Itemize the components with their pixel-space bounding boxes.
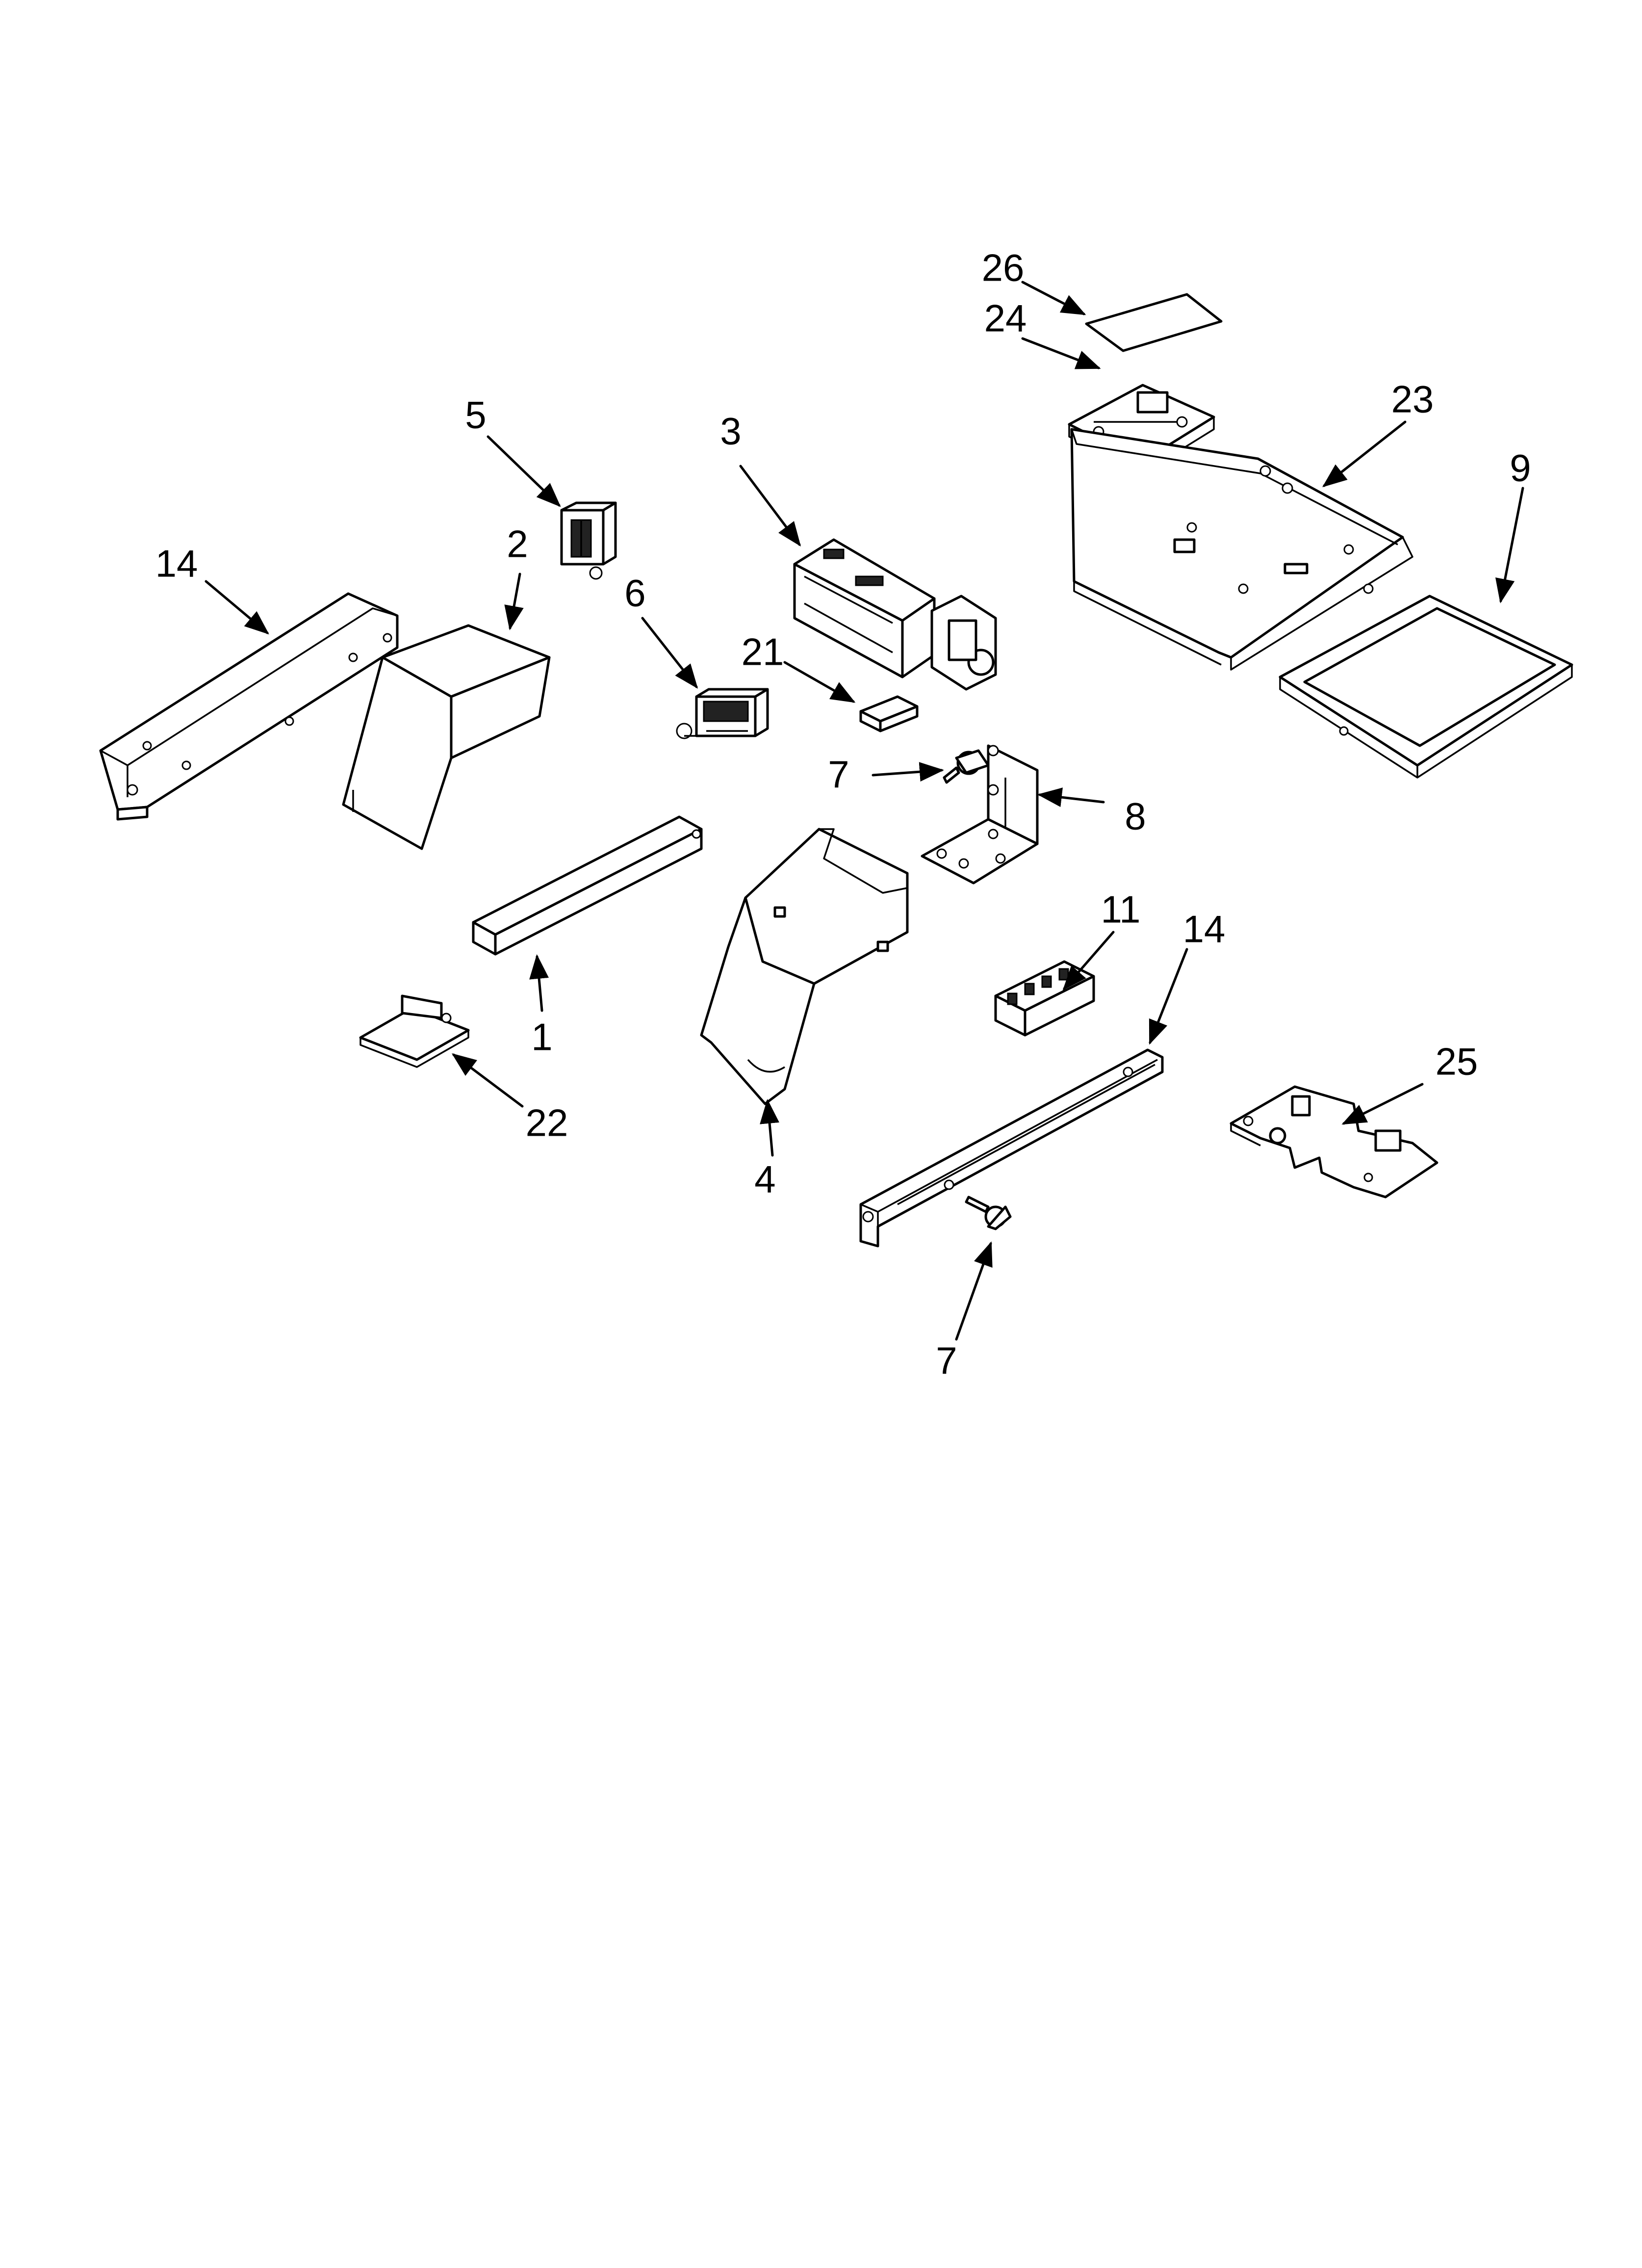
part-8-bracket [921, 744, 1039, 885]
leader-7a [872, 762, 944, 782]
part-25-control-board [1230, 1085, 1438, 1199]
part-5-switch [560, 501, 617, 580]
part-7-screw-lower [965, 1196, 1012, 1230]
leader-3 [739, 465, 801, 547]
part-14-right-rail [859, 1048, 1164, 1248]
callout-24: 24 [984, 297, 1027, 340]
leader-5 [487, 435, 561, 507]
callout-25: 25 [1436, 1040, 1478, 1083]
callout-1: 1 [531, 1016, 552, 1059]
callout-26: 26 [982, 246, 1025, 289]
callout-14-left: 14 [155, 542, 198, 585]
part-11-terminal-block [994, 960, 1095, 1037]
leader-6 [641, 617, 698, 689]
callout-4: 4 [754, 1158, 775, 1201]
callout-labels: 26 24 23 9 5 3 2 14 6 21 7 8 11 14 1 25 … [155, 246, 1531, 1382]
callout-3: 3 [720, 410, 741, 453]
callout-7-lower: 7 [936, 1339, 957, 1382]
callout-2: 2 [507, 522, 528, 566]
part-9-panel [1279, 595, 1573, 779]
callout-5: 5 [465, 393, 486, 437]
leader-25 [1341, 1083, 1424, 1125]
leader-4 [760, 1099, 779, 1157]
part-21-connector [859, 695, 919, 732]
part-1-channel [472, 815, 703, 956]
part-14-left-rail [99, 592, 399, 821]
part-6-transformer [676, 688, 769, 739]
part-2-duct [342, 624, 551, 850]
leader-26 [1021, 281, 1086, 315]
leader-7b [955, 1241, 993, 1341]
callout-23: 23 [1391, 378, 1434, 421]
leader-24 [1021, 337, 1101, 369]
leader-23 [1322, 420, 1407, 488]
callout-9: 9 [1510, 446, 1531, 490]
part-4-shield [700, 828, 909, 1105]
part-22-clip [359, 994, 470, 1068]
callout-22: 22 [526, 1101, 568, 1145]
callout-11: 11 [1101, 888, 1141, 931]
leader-11 [1062, 931, 1115, 991]
leader-22 [452, 1053, 524, 1108]
callout-14-right: 14 [1183, 908, 1226, 951]
part-7-screw-upper [943, 749, 990, 784]
leader-21 [783, 661, 856, 703]
callout-6: 6 [624, 572, 645, 615]
leader-1 [529, 954, 549, 1012]
leader-9 [1495, 487, 1524, 603]
leader-2 [504, 573, 524, 630]
callout-8: 8 [1125, 795, 1146, 838]
part-3-control-assembly [793, 538, 997, 691]
leader-lines [205, 281, 1524, 1341]
callout-21: 21 [742, 630, 784, 674]
callout-7-upper: 7 [828, 753, 849, 796]
leader-14a [205, 580, 269, 635]
part-26-label-sheet [1085, 293, 1223, 352]
part-23-mounting-plate [1070, 428, 1413, 671]
leader-8 [1037, 787, 1105, 808]
leader-14b [1149, 948, 1188, 1045]
